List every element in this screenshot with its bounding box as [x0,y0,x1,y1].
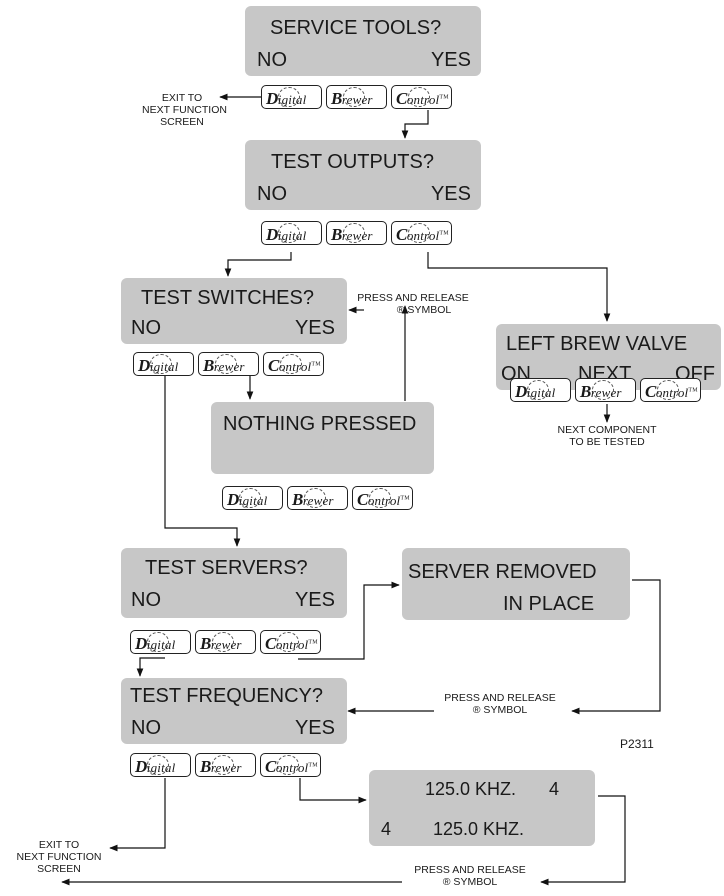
yes-label: YES [294,317,335,339]
digital-key[interactable]: Digital [133,352,194,376]
digital-key[interactable]: Digital [130,753,191,777]
screen-title: TEST SWITCHES? [141,287,314,309]
screen-test-outputs: TEST OUTPUTS? NO YES [245,140,481,210]
note-press-release-1: PRESS AND RELEASE® SYMBOL [357,292,469,316]
note-press-release-2: PRESS AND RELEASE® SYMBOL [444,692,556,716]
digital-key[interactable]: Digital [130,630,191,654]
digital-key[interactable]: Digital [222,486,283,510]
arrow-exit-2 [109,778,166,852]
keypad-nothing-pressed: Digital Brewer ControlTM [222,486,417,512]
control-key[interactable]: ControlTM [640,378,701,402]
control-key[interactable]: ControlTM [391,85,452,109]
khz-line1-end: 4 [549,779,560,799]
arrow-to-khz [299,778,367,804]
control-key[interactable]: ControlTM [263,352,324,376]
brewer-key[interactable]: Brewer [195,630,256,654]
arrow-to-server-removed [298,581,400,660]
khz-line1: 125.0 KHZ. [425,779,517,799]
no-label: NO [257,49,287,71]
arrow-server-exit [571,579,661,715]
screen-test-frequency: TEST FREQUENCY? NO YES [121,678,347,744]
keypad-service-tools: Digital Brewer ControlTM [261,85,456,111]
brewer-key[interactable]: Brewer [287,486,348,510]
keypad-test-outputs: Digital Brewer ControlTM [261,221,456,247]
yes-label: YES [294,717,335,739]
keypad-test-servers: Digital Brewer ControlTM [130,630,325,656]
screen-service-tools: SERVICE TOOLS? NO YES [245,6,481,76]
khz-line2: 125.0 KHZ. [433,819,525,839]
control-key[interactable]: ControlTM [260,753,321,777]
brewer-key[interactable]: Brewer [326,85,387,109]
brewer-key[interactable]: Brewer [575,378,636,402]
yes-label: YES [430,49,471,71]
no-label: NO [257,183,287,205]
screen-title: LEFT BREW VALVE [506,333,688,355]
screen-title: TEST FREQUENCY? [130,685,323,707]
digital-key[interactable]: Digital [261,221,322,245]
digital-key[interactable]: Digital [261,85,322,109]
brewer-key[interactable]: Brewer [326,221,387,245]
note-press-release-3: PRESS AND RELEASE® SYMBOL [414,864,526,888]
screen-khz: 125.0 KHZ. 4 4 125.0 KHZ. [369,770,595,846]
no-label: NO [131,317,161,339]
control-key[interactable]: ControlTM [352,486,413,510]
no-label: NO [131,717,161,739]
khz-line2-start: 4 [381,819,392,839]
brewer-key[interactable]: Brewer [195,753,256,777]
screen-nothing-pressed: NOTHING PRESSED [211,402,434,474]
screen-title: SERVER REMOVED [408,561,597,583]
screen-title: TEST SERVERS? [145,557,308,579]
keypad-test-switches: Digital Brewer ControlTM [133,352,328,378]
brewer-key[interactable]: Brewer [198,352,259,376]
arrow-to-test-servers [164,366,241,547]
screen-test-switches: TEST SWITCHES? NO YES [121,278,347,344]
yes-label: YES [294,589,335,611]
screen-test-servers: TEST SERVERS? NO YES [121,548,347,618]
no-label: NO [131,589,161,611]
screen-title: SERVICE TOOLS? [270,17,442,39]
control-key[interactable]: ControlTM [260,630,321,654]
figure-id: P2311 [620,737,654,751]
screen-server-removed: SERVER REMOVED IN PLACE [402,548,630,620]
keypad-left-brew-valve: Digital Brewer ControlTM [510,378,705,404]
arrow-to-test-frequency [136,657,165,677]
in-place-label: IN PLACE [503,593,595,615]
arrow-to-test-switches [224,252,292,277]
screen-title: TEST OUTPUTS? [271,151,434,173]
digital-key[interactable]: Digital [510,378,571,402]
arrow-khz-exit [540,795,626,886]
screen-title: NOTHING PRESSED [223,413,417,435]
yes-label: YES [430,183,471,205]
control-key[interactable]: ControlTM [391,221,452,245]
arrow-to-test-outputs [401,110,429,139]
arrow-to-left-brew [427,252,611,322]
keypad-test-frequency: Digital Brewer ControlTM [130,753,325,779]
